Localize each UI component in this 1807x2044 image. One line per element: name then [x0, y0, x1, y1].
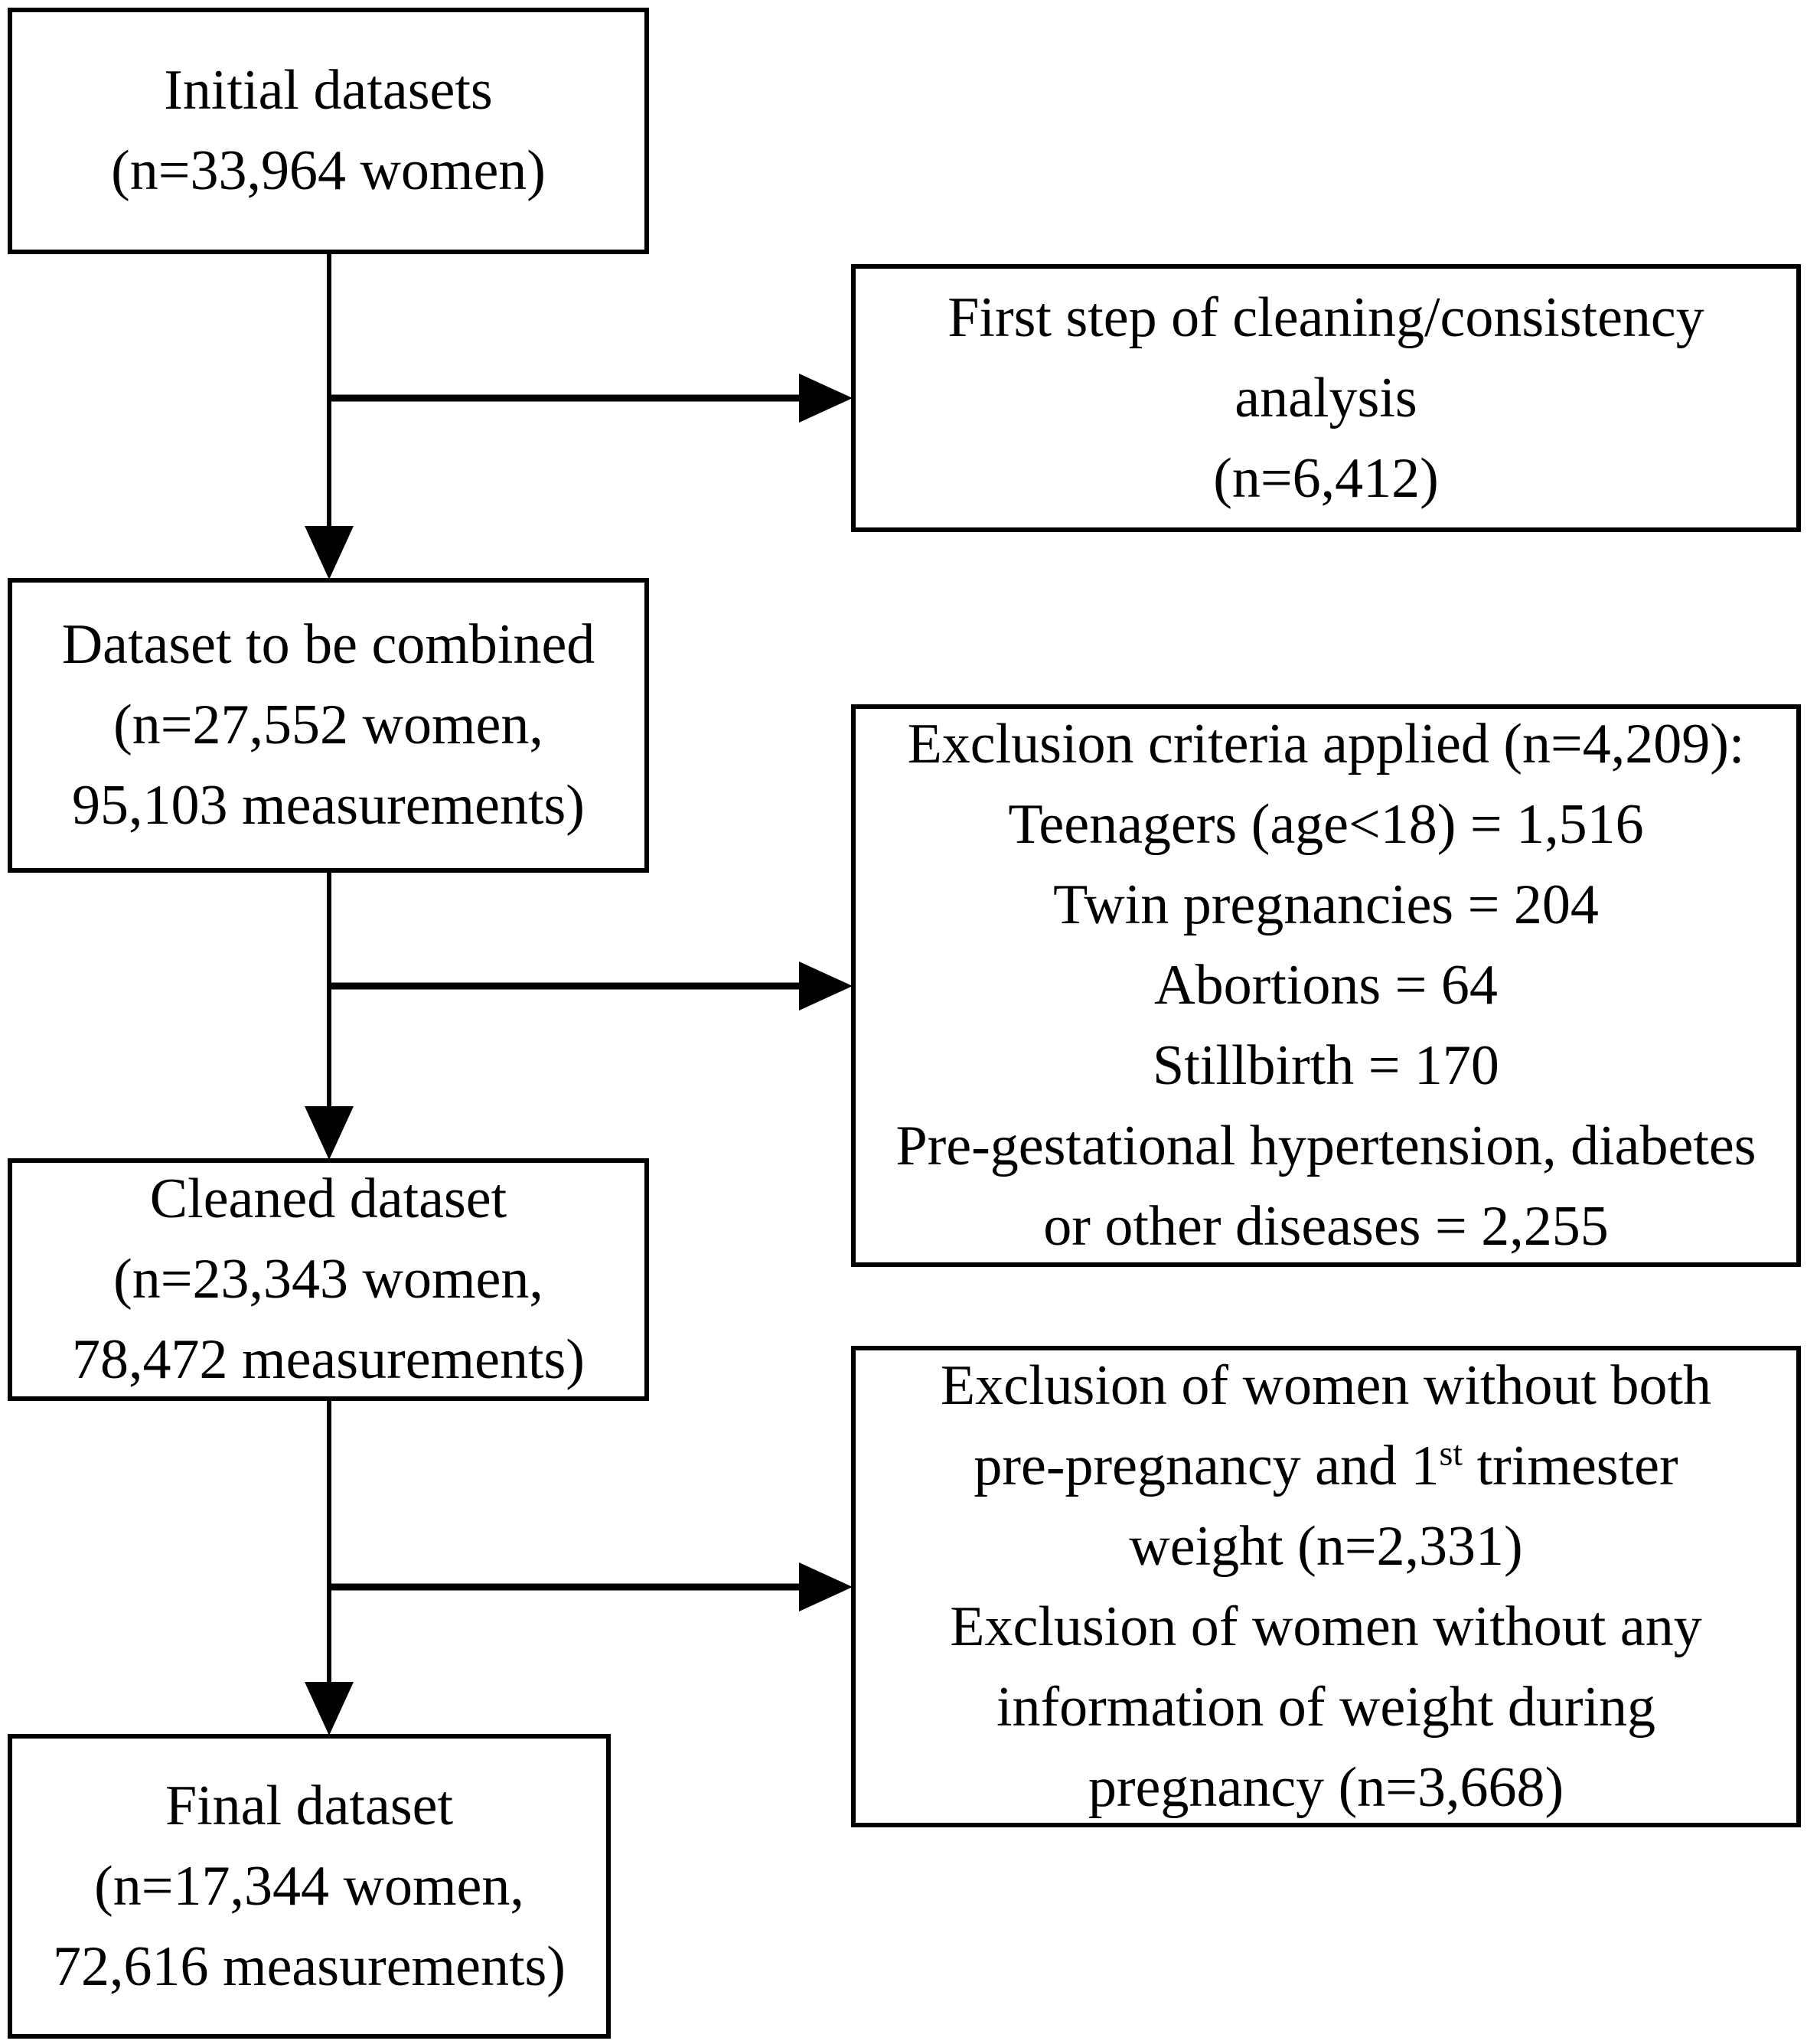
- box-cleaned-line: (n=23,343 women,: [113, 1248, 543, 1311]
- box-exclusion-criteria-line: Twin pregnancies = 204: [1053, 873, 1599, 936]
- box-final-line: 72,616 measurements): [53, 1935, 566, 1998]
- box-weight-exclusion-line: Exclusion of women without both: [940, 1353, 1712, 1417]
- weight-exclusion-line2-suffix: trimester: [1463, 1434, 1678, 1497]
- box-weight-exclusion-line: information of weight during: [996, 1675, 1656, 1739]
- arrow-combined-to-cleaned: [305, 873, 354, 1160]
- box-exclusion-criteria-line: Abortions = 64: [1154, 954, 1498, 1017]
- box-combined-line: (n=27,552 women,: [113, 694, 543, 756]
- box-cleaned-line: Cleaned dataset: [149, 1167, 507, 1230]
- box-cleaned-dataset: Cleaned dataset (n=23,343 women, 78,472 …: [8, 1158, 649, 1401]
- box-exclusion-criteria-line: Teenagers (age<18) = 1,516: [1008, 793, 1644, 856]
- box-cleaning-step: First step of cleaning/consistency analy…: [851, 264, 1801, 532]
- arrow-branch-to-cleaning-step: [329, 374, 853, 423]
- arrow-cleaned-to-final: [305, 1401, 354, 1735]
- box-weight-exclusion: Exclusion of women without both pre-preg…: [851, 1346, 1801, 1827]
- box-cleaned-line: 78,472 measurements): [72, 1328, 585, 1391]
- box-initial-line: (n=33,964 women): [111, 139, 546, 202]
- arrow-branch-to-weight-exclusion: [329, 1562, 853, 1611]
- weight-exclusion-line2-superscript: st: [1439, 1432, 1463, 1472]
- box-cleaning-step-line: analysis: [1235, 366, 1417, 429]
- box-weight-exclusion-line: weight (n=2,331): [1129, 1514, 1523, 1578]
- box-dataset-to-be-combined: Dataset to be combined (n=27,552 women, …: [8, 578, 649, 873]
- arrow-initial-to-combined: [305, 254, 354, 580]
- box-exclusion-criteria-line: or other diseases = 2,255: [1043, 1195, 1609, 1258]
- box-initial-line: Initial datasets: [164, 59, 493, 122]
- box-final-line: (n=17,344 women,: [94, 1854, 524, 1918]
- box-combined-line: Dataset to be combined: [61, 613, 595, 676]
- weight-exclusion-line2-prefix: pre-pregnancy and 1: [974, 1434, 1440, 1497]
- box-weight-exclusion-line: pregnancy (n=3,668): [1088, 1755, 1564, 1819]
- box-initial-datasets: Initial datasets (n=33,964 women): [8, 8, 649, 254]
- arrow-branch-to-exclusion-criteria: [329, 962, 853, 1011]
- box-combined-line: 95,103 measurements): [72, 774, 585, 837]
- box-exclusion-criteria: Exclusion criteria applied (n=4,209): Te…: [851, 704, 1801, 1267]
- box-weight-exclusion-line: Exclusion of women without any: [950, 1595, 1702, 1658]
- box-cleaning-step-line: (n=6,412): [1213, 446, 1439, 510]
- box-final-line: Final dataset: [165, 1774, 454, 1837]
- box-exclusion-criteria-line: Exclusion criteria applied (n=4,209):: [907, 713, 1745, 775]
- box-exclusion-criteria-line: Stillbirth = 170: [1153, 1034, 1499, 1097]
- box-exclusion-criteria-line: Pre-gestational hypertension, diabetes: [895, 1115, 1756, 1177]
- box-weight-exclusion-line: pre-pregnancy and 1st trimester: [974, 1426, 1678, 1507]
- box-cleaning-step-line: First step of cleaning/consistency: [948, 286, 1704, 349]
- box-final-dataset: Final dataset (n=17,344 women, 72,616 me…: [8, 1734, 611, 2039]
